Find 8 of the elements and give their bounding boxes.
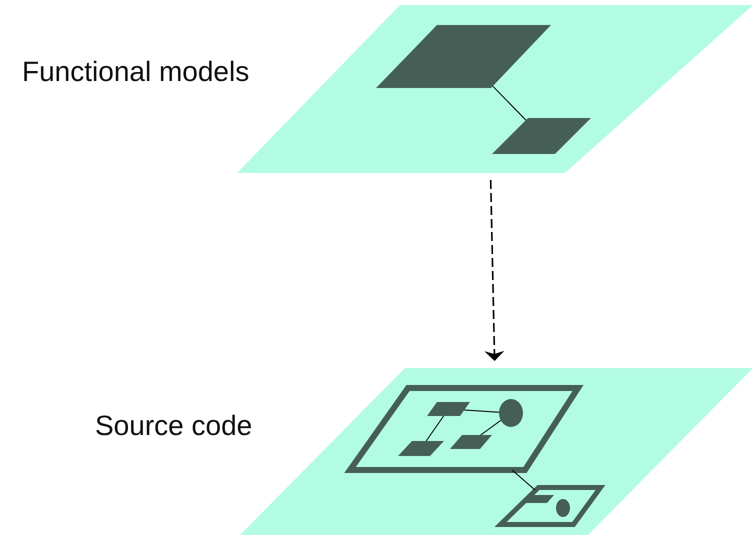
layer-label: Functional models <box>22 56 250 88</box>
connector-line <box>480 420 502 436</box>
connector-line <box>512 470 536 490</box>
connector-line <box>464 410 500 413</box>
connector-line <box>492 86 526 121</box>
dashed-arrow <box>484 180 504 362</box>
connector-line <box>426 416 444 442</box>
layer-label: Source code <box>95 410 252 442</box>
